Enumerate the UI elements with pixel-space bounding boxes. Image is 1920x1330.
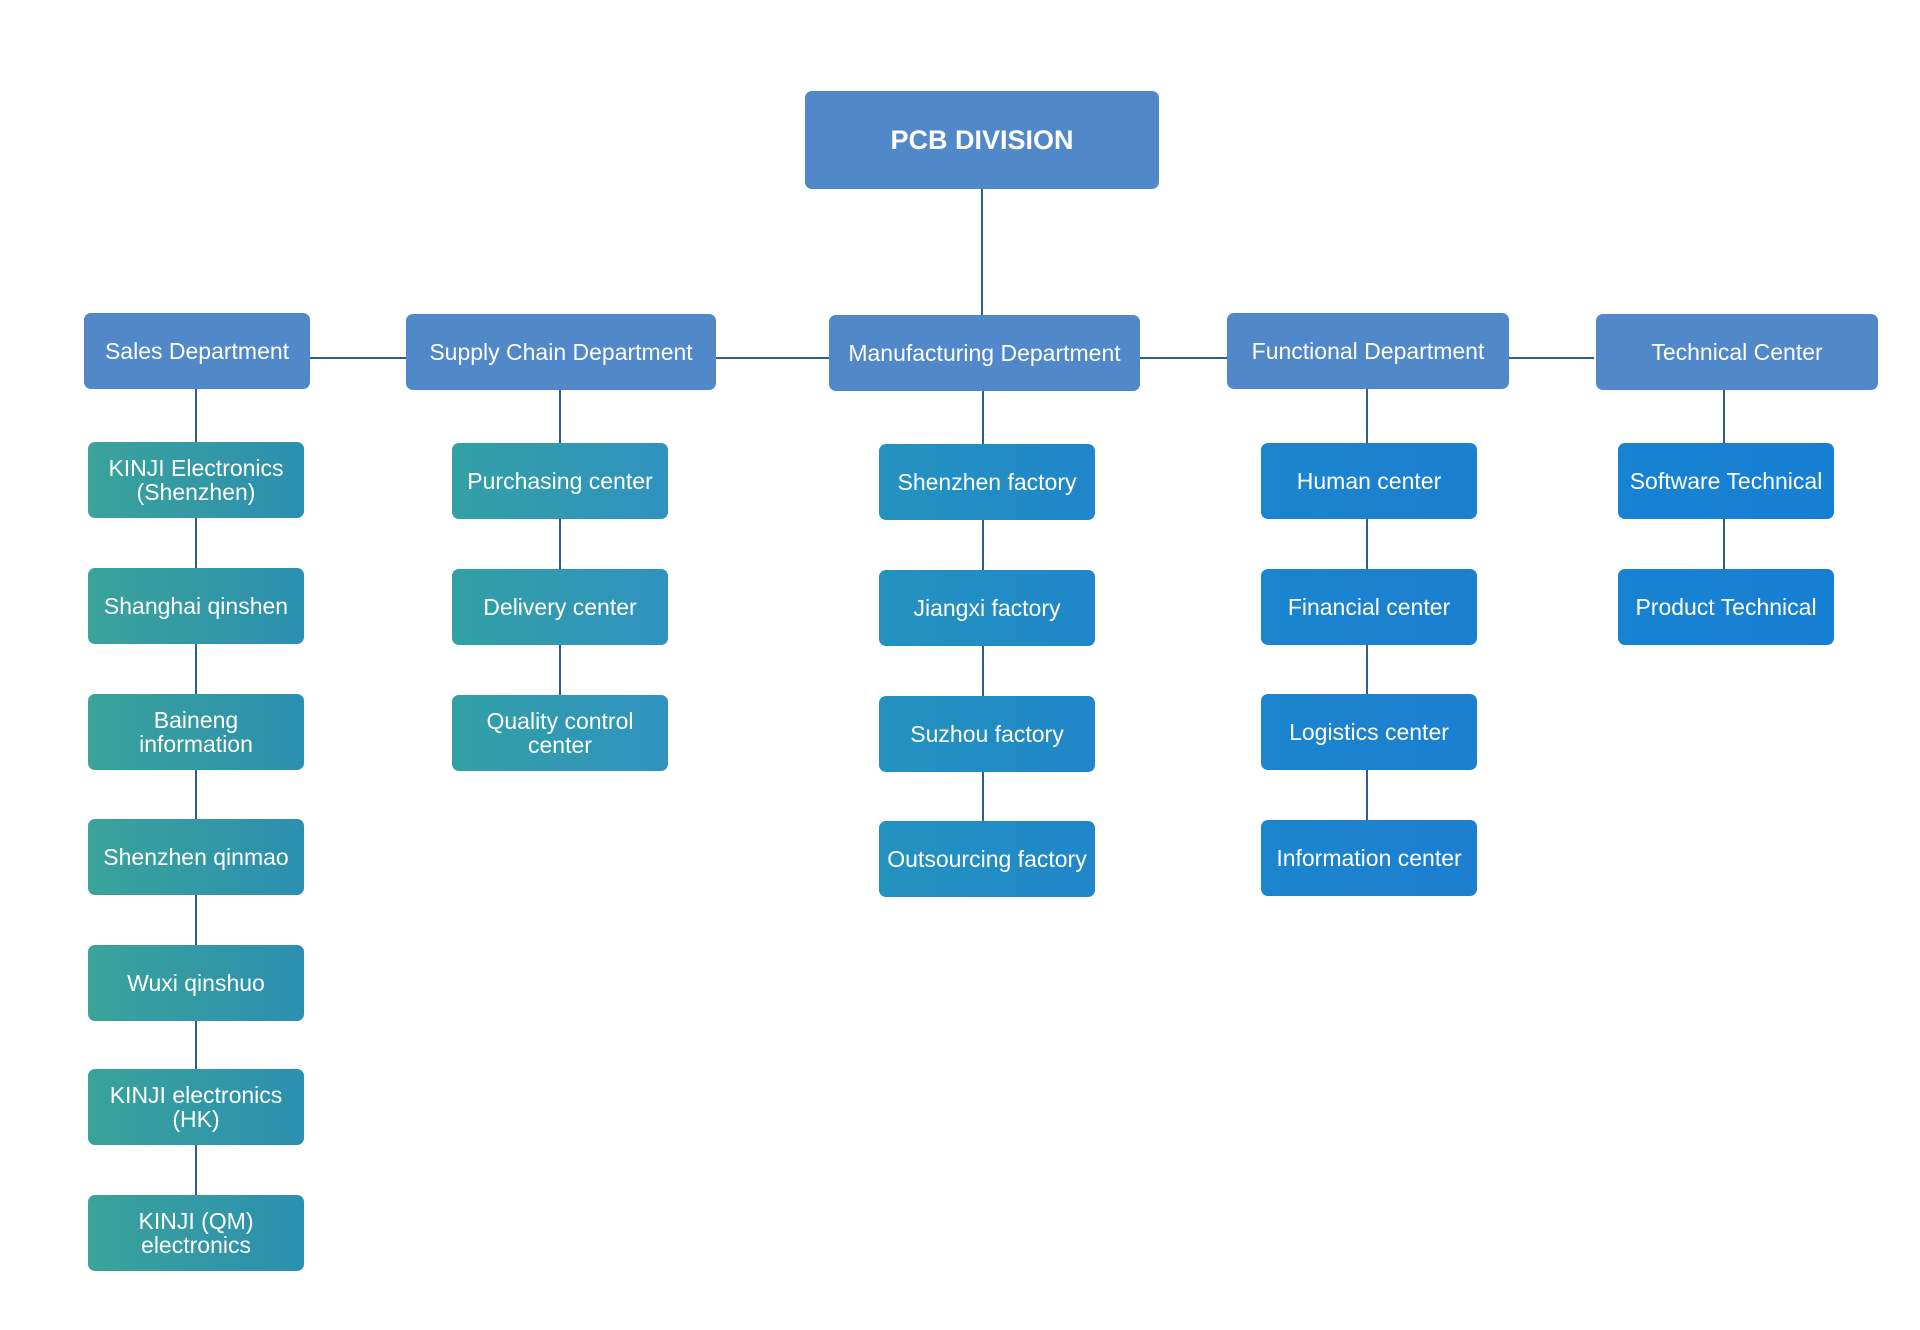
sales-unit-baineng-information[interactable]: Baineng information: [88, 694, 304, 770]
sales-unit-shanghai-qinshen[interactable]: Shanghai qinshen: [88, 568, 304, 644]
sales-unit-wuxi-qinshuo[interactable]: Wuxi qinshuo: [88, 945, 304, 1021]
root-node[interactable]: PCB DIVISION: [805, 91, 1159, 189]
functional-unit-information-center[interactable]: Information center: [1261, 820, 1477, 896]
technical-unit-software-technical[interactable]: Software Technical: [1618, 443, 1834, 519]
department-technical[interactable]: Technical Center: [1596, 314, 1878, 390]
manufacturing-unit-jiangxi-factory[interactable]: Jiangxi factory: [879, 570, 1095, 646]
sales-unit-kinji-hk[interactable]: KINJI electronics (HK): [88, 1069, 304, 1145]
department-sales[interactable]: Sales Department: [84, 313, 310, 389]
sales-unit-shenzhen-qinmao[interactable]: Shenzhen qinmao: [88, 819, 304, 895]
technical-unit-product-technical[interactable]: Product Technical: [1618, 569, 1834, 645]
functional-unit-financial-center[interactable]: Financial center: [1261, 569, 1477, 645]
sales-unit-kinji-shenzhen[interactable]: KINJI Electronics (Shenzhen): [88, 442, 304, 518]
supply-unit-quality-control-center[interactable]: Quality control center: [452, 695, 668, 771]
manufacturing-unit-suzhou-factory[interactable]: Suzhou factory: [879, 696, 1095, 772]
department-supply-chain[interactable]: Supply Chain Department: [406, 314, 716, 390]
manufacturing-unit-shenzhen-factory[interactable]: Shenzhen factory: [879, 444, 1095, 520]
supply-unit-purchasing-center[interactable]: Purchasing center: [452, 443, 668, 519]
supply-unit-delivery-center[interactable]: Delivery center: [452, 569, 668, 645]
sales-unit-kinji-qm[interactable]: KINJI (QM) electronics: [88, 1195, 304, 1271]
department-manufacturing[interactable]: Manufacturing Department: [829, 315, 1140, 391]
manufacturing-unit-outsourcing-factory[interactable]: Outsourcing factory: [879, 821, 1095, 897]
functional-unit-logistics-center[interactable]: Logistics center: [1261, 694, 1477, 770]
functional-unit-human-center[interactable]: Human center: [1261, 443, 1477, 519]
department-functional[interactable]: Functional Department: [1227, 313, 1509, 389]
